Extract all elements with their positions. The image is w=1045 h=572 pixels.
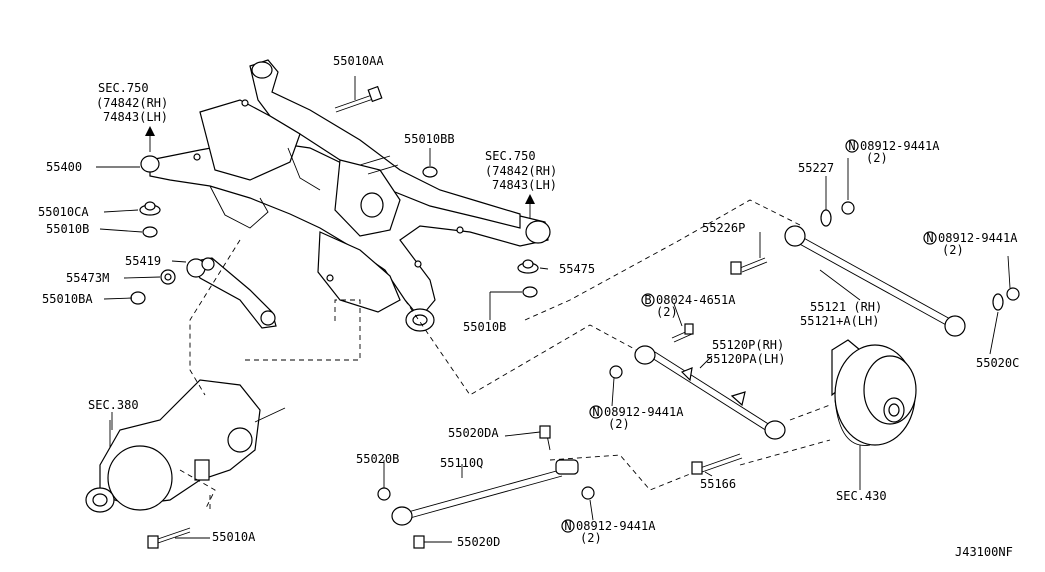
svg-text:B: B xyxy=(644,293,651,307)
label-55020d: 55020D xyxy=(457,535,500,549)
nut-lower xyxy=(581,486,595,500)
label-sec750-b-lh: 74843(LH) xyxy=(492,178,557,192)
label-55010b-mid: 55010B xyxy=(463,320,506,334)
label-n08912-right-qty: (2) xyxy=(942,243,964,257)
bushing-55475 xyxy=(517,259,539,274)
nut-55010bb xyxy=(422,148,438,178)
bolt-55020d xyxy=(413,535,452,549)
bolt-55020da xyxy=(539,425,551,451)
mount-arrow-left xyxy=(145,126,155,152)
label-n08912-mid: 08912-9441A xyxy=(604,405,684,419)
circle-n-top: N xyxy=(845,139,859,153)
upper-link-55121 xyxy=(784,225,966,337)
svg-text:N: N xyxy=(848,139,855,153)
lower-link-55110q xyxy=(391,459,579,526)
nut-55010b-left xyxy=(142,226,158,238)
label-55010bb: 55010BB xyxy=(404,132,455,146)
reference-lines xyxy=(179,199,831,511)
label-55010aa: 55010AA xyxy=(333,54,384,68)
leader-lines xyxy=(96,158,1011,539)
label-55020b: 55020B xyxy=(356,452,399,466)
svg-text:N: N xyxy=(592,405,599,419)
label-55473m: 55473M xyxy=(66,271,109,285)
washer-55010ca xyxy=(139,201,161,216)
bolt-55226p xyxy=(730,257,768,275)
label-sec750-a-lh: 74843(LH) xyxy=(103,110,168,124)
label-sec750-b: SEC.750 xyxy=(485,149,536,163)
label-55010b-left: 55010B xyxy=(46,222,89,236)
label-55120pa-lh: 55120PA(LH) xyxy=(706,352,785,366)
label-55227: 55227 xyxy=(798,161,834,175)
label-n08912-bot: 08912-9441A xyxy=(576,519,656,533)
label-55419: 55419 xyxy=(125,254,161,268)
label-55020c: 55020C xyxy=(976,356,1019,370)
label-55121-lh: 55121+A(LH) xyxy=(800,314,879,328)
circle-n-right: N xyxy=(923,231,937,245)
label-55121-rh: 55121 (RH) xyxy=(810,300,882,314)
mount-arrow-right xyxy=(525,194,535,218)
label-55010ca: 55010CA xyxy=(38,205,89,219)
label-b08024-qty: (2) xyxy=(656,305,678,319)
label-55400: 55400 xyxy=(46,160,82,174)
label-n08912-top-qty: (2) xyxy=(866,151,888,165)
bolt-55010aa xyxy=(334,76,383,113)
label-sec750-b-rh: (74842(RH) xyxy=(485,164,557,178)
label-55166: 55166 xyxy=(700,477,736,491)
label-55020da: 55020DA xyxy=(448,426,499,440)
label-n08912-top: 08912-9441A xyxy=(860,139,940,153)
bolt-08024 xyxy=(671,323,694,343)
bracket-55419 xyxy=(186,257,277,329)
circle-n-mid: N xyxy=(589,405,603,419)
label-55120p-rh: 55120P(RH) xyxy=(712,338,784,352)
label-55475: 55475 xyxy=(559,262,595,276)
nut-55010ba xyxy=(130,291,146,305)
differential-sec380 xyxy=(85,379,286,513)
nut-mid xyxy=(609,365,623,379)
middle-link-55120p xyxy=(634,345,786,440)
label-b08024: 08024-4651A xyxy=(656,293,736,307)
label-n08912-right: 08912-9441A xyxy=(938,231,1018,245)
suspension-member xyxy=(140,59,551,332)
circle-n-bot: N xyxy=(561,519,575,533)
stud-bolts xyxy=(359,155,399,175)
axle-housing-sec430 xyxy=(831,339,917,446)
label-sec750-a-rh: (74842(RH) xyxy=(96,96,168,110)
nut-right xyxy=(1006,287,1020,301)
svg-text:N: N xyxy=(564,519,571,533)
label-55010ba: 55010BA xyxy=(42,292,93,306)
label-sec380: SEC.380 xyxy=(88,398,139,412)
diagram-id: J43100NF xyxy=(955,545,1013,559)
nut-top xyxy=(841,201,855,215)
nut-55010b-mid xyxy=(522,286,538,298)
circle-b: B xyxy=(641,293,655,307)
washer-55020c xyxy=(992,293,1004,311)
bolt-55166 xyxy=(691,453,743,475)
label-55110q: 55110Q xyxy=(440,456,483,470)
washer-55473m xyxy=(160,269,176,285)
washer-55227 xyxy=(820,209,832,227)
label-n08912-mid-qty: (2) xyxy=(608,417,630,431)
svg-text:N: N xyxy=(926,231,933,245)
label-55010a: 55010A xyxy=(212,530,256,544)
label-sec430: SEC.430 xyxy=(836,489,887,503)
nut-55020b xyxy=(377,487,391,501)
label-55226p: 55226P xyxy=(702,221,745,235)
label-sec750-a: SEC.750 xyxy=(98,81,149,95)
label-n08912-bot-qty: (2) xyxy=(580,531,602,545)
